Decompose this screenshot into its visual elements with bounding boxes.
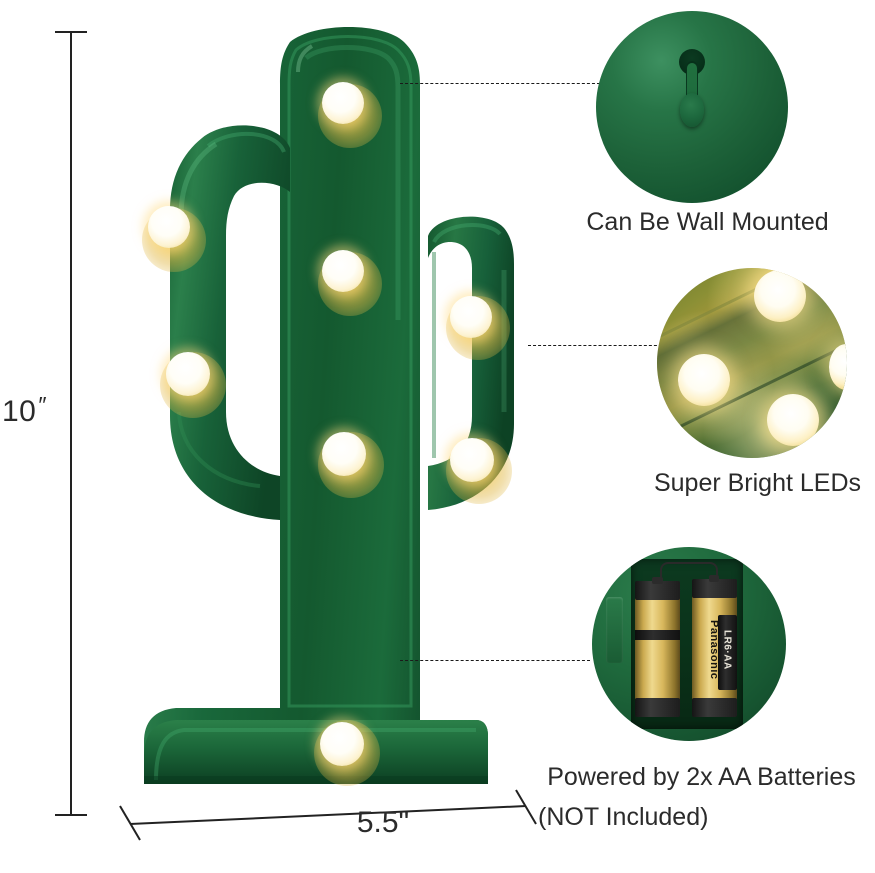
led-bulb-base — [320, 722, 364, 766]
led-bulb-right-arm-upper — [450, 296, 492, 338]
callout-label-battery-line1: Powered by 2x AA Batteries — [547, 763, 856, 791]
callout-label-super-bright-leds: Super Bright LEDs — [653, 469, 862, 497]
battery-label-band — [635, 629, 681, 640]
cactus-base-rim — [154, 728, 476, 781]
led-bulb-top-trunk — [322, 82, 364, 124]
battery-body — [635, 588, 681, 700]
cactus-right-arm — [428, 216, 514, 510]
battery-cell-right: Panasonic LR6·AA — [691, 572, 737, 718]
battery-negative-cap — [635, 580, 681, 600]
callout-circle-battery-compartment: Panasonic LR6·AA — [592, 547, 786, 741]
led-closeup-bulb — [754, 270, 806, 322]
battery-brand-label: Panasonic — [708, 619, 721, 680]
battery-negative-cap — [691, 579, 737, 599]
keyhole-knob — [680, 93, 704, 128]
keyhole-slot-icon — [679, 49, 705, 141]
led-bulb-trunk-lower — [322, 432, 366, 476]
cactus-trunk — [144, 27, 488, 784]
battery-compartment-latch — [605, 597, 624, 664]
led-closeup-bulb — [678, 354, 730, 406]
led-closeup-rim-band — [657, 268, 847, 435]
height-dimension-cap-top — [55, 31, 87, 33]
led-bulb-right-arm-lower — [450, 438, 494, 482]
callout-circle-wall-mount — [596, 11, 788, 203]
led-bulb-left-arm-upper — [148, 206, 190, 248]
width-dimension-label: 5.5" — [356, 806, 410, 839]
led-closeup-bulb — [767, 394, 819, 446]
cactus-trunk-rim — [287, 35, 413, 708]
leader-line-battery — [400, 660, 590, 661]
battery-compartment-shell: Panasonic LR6·AA — [592, 547, 786, 741]
battery-cell-left — [635, 572, 681, 718]
led-bulb-mid-trunk — [322, 250, 364, 292]
cactus-trunk-specular — [296, 44, 314, 73]
battery-terminal-nub — [708, 575, 720, 583]
cactus-left-arm-inner-rim — [177, 411, 261, 488]
callout-circle-super-bright-leds — [657, 268, 847, 458]
cactus-left-arm-gloss — [178, 141, 218, 217]
keyhole-stem — [687, 63, 697, 108]
battery-positive-cap — [691, 698, 737, 718]
callout-label-battery-line2: (NOT Included) — [538, 803, 709, 831]
height-dimension-line — [70, 31, 72, 816]
battery-terminal-nub — [652, 576, 664, 584]
led-closeup-surface — [657, 268, 847, 458]
led-closeup-bulb — [829, 344, 847, 390]
cactus-right-arm-rim — [432, 223, 502, 244]
cactus-marquee-light-illustration — [84, 20, 514, 820]
battery-positive-cap — [635, 698, 681, 718]
battery-compartment-well: Panasonic LR6·AA — [630, 558, 744, 730]
leader-line-super-bright-leds — [528, 345, 672, 346]
cactus-left-arm-rim — [206, 132, 286, 153]
cactus-left-arm — [170, 125, 290, 521]
battery-model-band — [717, 615, 737, 690]
cactus-trunk-gloss — [304, 45, 401, 320]
battery-model-label: LR6·AA — [721, 629, 733, 670]
cactus-base-shadow — [144, 776, 488, 784]
height-dimension-label: 10″ — [2, 392, 68, 429]
cactus-body-svg — [144, 27, 514, 784]
battery-spring-contact — [660, 562, 719, 580]
callout-label-wall-mount: Can Be Wall Mounted — [586, 208, 829, 236]
height-dimension-cap-bottom — [55, 814, 87, 816]
wall-mount-back-surface — [596, 11, 788, 203]
height-unit: ″ — [38, 392, 48, 418]
height-value: 10 — [2, 395, 37, 428]
width-dimension-line — [119, 789, 537, 841]
leader-line-wall-mount — [400, 83, 600, 84]
led-bulb-left-arm-lower — [166, 352, 210, 396]
